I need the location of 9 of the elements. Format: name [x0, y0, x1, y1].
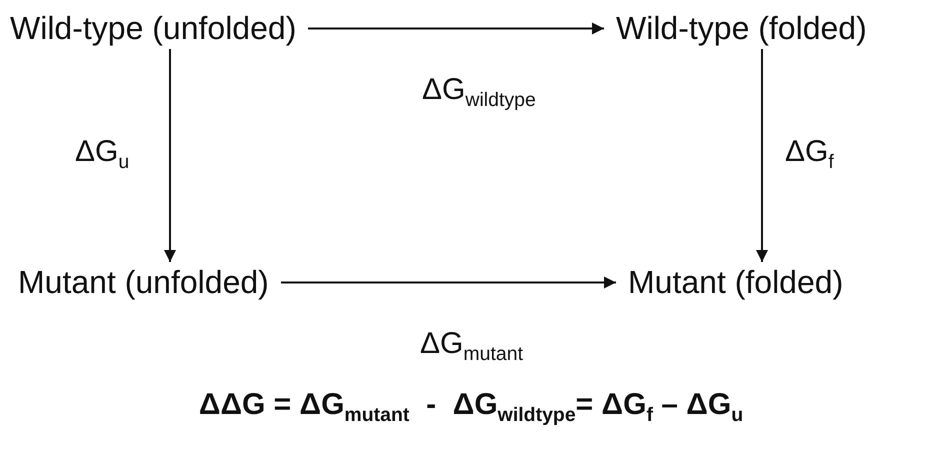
arrow [308, 22, 604, 34]
state-label: Wild-type (unfolded) [6, 8, 300, 49]
equation: ΔΔG = ΔG$_{mutant}$ - ΔG$_{wildtype}$= ΔG$_{f}$ – ΔG$_{u}$ [198, 388, 744, 427]
arrow [756, 49, 768, 262]
state-label: Wild-type (folded) [612, 8, 871, 49]
state-label: Mutant (folded) [624, 262, 848, 303]
arrow [164, 49, 176, 262]
arrow [281, 276, 616, 288]
state-label: Mutant (unfolded) [14, 262, 273, 303]
